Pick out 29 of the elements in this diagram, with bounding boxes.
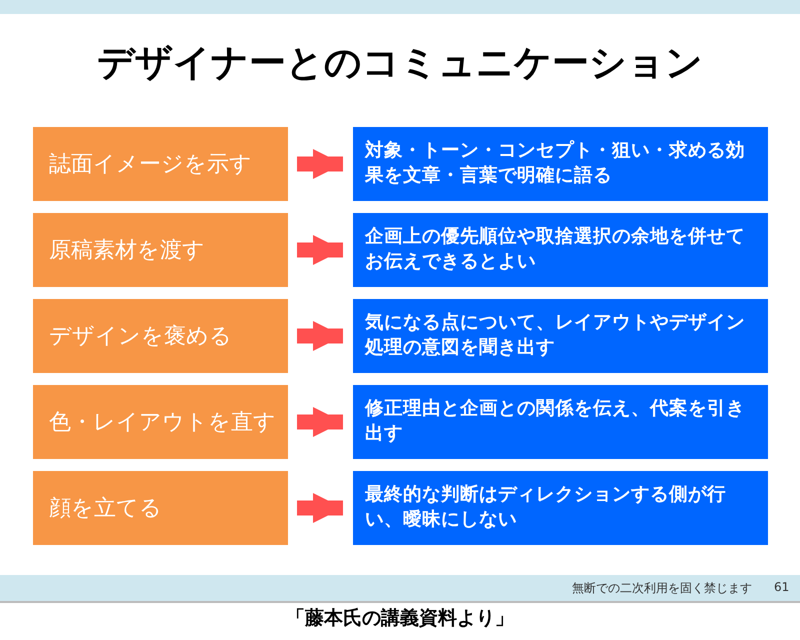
- action-box: [33, 299, 288, 373]
- notice-text: 無断での二次利用を固く禁じます: [572, 580, 752, 597]
- box-text: 気になる点について、レイアウトやデザイン処理の意図を聞き出す: [365, 311, 746, 360]
- detail-box: [353, 299, 768, 373]
- page-number: 61: [774, 580, 790, 594]
- action-box: [33, 385, 288, 459]
- arrow: [297, 493, 343, 523]
- arrow: [297, 321, 343, 351]
- arrow: [297, 235, 343, 265]
- detail-box: [353, 471, 768, 545]
- box-text: 原稿素材を渡す: [49, 237, 205, 265]
- detail-box: [353, 127, 768, 201]
- box-text: 顔を立てる: [49, 495, 162, 523]
- arrow: [297, 407, 343, 437]
- box-text: 最終的な判断はディレクションする側が行い、曖昧にしない: [365, 483, 727, 532]
- box-text: 修正理由と企画との関係を伝え、代案を引き出す: [365, 397, 746, 446]
- action-box: [33, 471, 288, 545]
- box-text: デザインを褒める: [49, 323, 232, 351]
- arrow: [297, 149, 343, 179]
- box-text: 企画上の優先順位や取捨選択の余地を併せてお伝えできるとよい: [365, 225, 746, 274]
- action-box: [33, 213, 288, 287]
- box-text: 色・レイアウトを直す: [49, 409, 276, 437]
- action-box: [33, 127, 288, 201]
- detail-box: [353, 385, 768, 459]
- box-text: 対象・トーン・コンセプト・狙い・求める効果を文章・言葉で明確に語る: [365, 139, 746, 188]
- caption: 「藤本氏の講義資料より」: [285, 606, 515, 631]
- title: デザイナーとのコミュニケーション: [96, 40, 704, 86]
- detail-box: [353, 213, 768, 287]
- box-text: 誌面イメージを示す: [49, 151, 252, 179]
